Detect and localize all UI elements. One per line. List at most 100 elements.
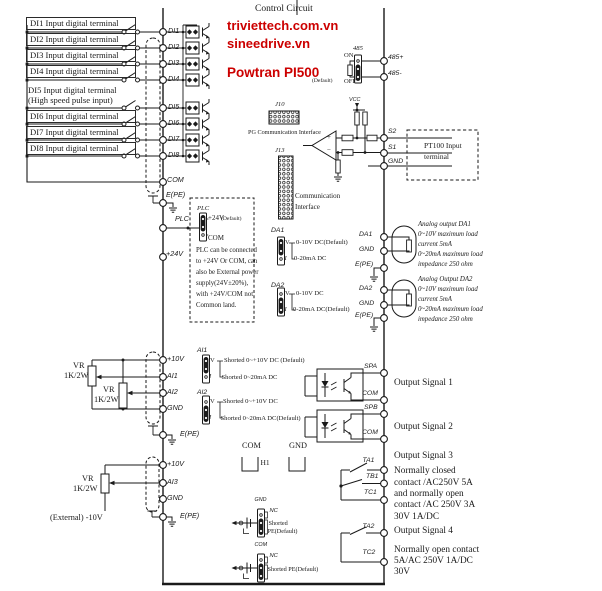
j10-label: J10 bbox=[275, 101, 285, 108]
pe-gnd-option-line1: Shorted bbox=[268, 519, 288, 527]
ai2-v-option: Shorted 0~+10V DC bbox=[223, 398, 278, 405]
da2-note-4: 0~20mA maximum load bbox=[418, 306, 483, 313]
output-signal-3-label: Output Signal 3 bbox=[394, 450, 453, 461]
vr3-label: VR bbox=[82, 474, 94, 483]
di5-label-line1: DI5 Input digital terminal bbox=[28, 85, 117, 95]
relay-contacts bbox=[339, 462, 381, 563]
pt100-circuit bbox=[303, 103, 479, 182]
rs485-default-label: (Default) bbox=[312, 77, 333, 84]
da1-note-4: 0~20mA maximum load bbox=[418, 251, 483, 258]
relay2-note-1: Normally open contact bbox=[394, 545, 480, 555]
ai2-v: V bbox=[210, 397, 215, 405]
s2-terminal-label: S2 bbox=[388, 128, 397, 135]
di1-terminal-label: DI1 bbox=[168, 26, 180, 35]
ai1-terminal-label: AI1 bbox=[167, 370, 178, 380]
relay1-note-3: and normally open bbox=[394, 489, 464, 499]
da2-i-option: 0-20mA DC(Default) bbox=[293, 305, 350, 313]
opamp-plus: + bbox=[327, 133, 331, 141]
da1-epe-label: E(PE) bbox=[355, 261, 374, 268]
di2-label-box: DI2 Input digital terminal bbox=[26, 33, 136, 46]
j10-connector bbox=[268, 110, 300, 125]
da-jumpers bbox=[277, 236, 295, 317]
da1-note-1: Analog output DA1 bbox=[418, 221, 471, 228]
da1-note-3: current 5mA bbox=[418, 241, 452, 248]
pe-com-option: Shorted PE(Default) bbox=[267, 565, 319, 573]
da2-note-2: 0~10V maximum load bbox=[418, 286, 478, 293]
ta1-terminal-label: TA1 bbox=[362, 457, 375, 464]
plc-note-4: supply(24V±20%), bbox=[196, 280, 249, 287]
output-optocouplers bbox=[304, 368, 381, 443]
di7-label-box: DI7 Input digital terminal bbox=[26, 126, 136, 139]
rs485-jumper bbox=[347, 54, 381, 84]
vr3-value: 1K/2W bbox=[73, 483, 98, 493]
j13-connector bbox=[278, 155, 294, 220]
da2-v-option: 0-10V DC bbox=[296, 289, 324, 297]
pt100-box-line2: terminal bbox=[424, 152, 449, 161]
terminals bbox=[159, 28, 388, 566]
vcc-label: VCC bbox=[349, 96, 361, 103]
spb-terminal-label: SPB bbox=[364, 403, 378, 411]
j13-label: J13 bbox=[275, 146, 285, 154]
output-signal-4-label: Output Signal 4 bbox=[394, 525, 453, 536]
ai1-i-option: Shorted 0~20mA DC bbox=[221, 373, 278, 381]
spa-terminal-label: SPA bbox=[364, 362, 378, 370]
ai2-i: I bbox=[209, 413, 212, 421]
da2-note-1: Analog Output DA2 bbox=[418, 276, 473, 283]
plc-opt-default: (Default) bbox=[221, 215, 242, 222]
rs485-jumper-label: 485 bbox=[353, 45, 363, 52]
ai1-v: V bbox=[210, 356, 215, 364]
opamp-minus: − bbox=[327, 146, 331, 154]
watermark-line1: triviettech.com.vn bbox=[227, 18, 339, 33]
di7-terminal-label: DI7 bbox=[168, 134, 180, 143]
epe-b-label: E(PE) bbox=[180, 510, 200, 520]
h1-name-label: H1 bbox=[260, 457, 270, 467]
spa-com-label: COM bbox=[362, 389, 378, 397]
vr2-label: VR bbox=[103, 385, 115, 394]
vr1-value: 1K/2W bbox=[64, 370, 89, 380]
watermark-line3: Powtran PI500 bbox=[227, 65, 320, 80]
da1-terminal-label: DA1 bbox=[359, 231, 373, 238]
plc-note-3: also be External power bbox=[196, 269, 259, 276]
gnd-a-label: GND bbox=[167, 402, 183, 412]
di1-label-box: DI1 Input digital terminal bbox=[26, 17, 136, 30]
di4-label-box: DI4 Input digital terminal bbox=[26, 65, 136, 78]
plc-terminal-label: PLC bbox=[175, 214, 189, 223]
pe-gnd-jumper-name: GND bbox=[254, 496, 267, 503]
relay1-note-4: contact /AC 250V 3A bbox=[394, 500, 476, 510]
output-signal-1-label: Output Signal 1 bbox=[394, 378, 453, 388]
plc-note-6: Common land. bbox=[196, 302, 237, 309]
da2-epe-label: E(PE) bbox=[355, 311, 374, 319]
p10v-b-label: +10V bbox=[167, 458, 184, 468]
output-signal-2-label: Output Signal 2 bbox=[394, 422, 453, 432]
j13-caption-line1: Communication bbox=[295, 192, 341, 200]
tb1-terminal-label: TB1 bbox=[366, 473, 379, 480]
analog-output-loads bbox=[369, 225, 417, 332]
da1-i-option: 0-20mA DC bbox=[294, 254, 327, 262]
ai2-i-option: Shorted 0~20mA DC(Default) bbox=[220, 414, 301, 422]
vr2-value: 1K/2W bbox=[94, 394, 119, 404]
p24v-terminal-label: +24V bbox=[166, 249, 183, 258]
relay1-note-1: Normally closed bbox=[394, 466, 456, 476]
plc-jumper-label: PLC bbox=[197, 205, 210, 212]
potentiometers bbox=[87, 358, 160, 511]
pe-gnd-nc-label: NC bbox=[269, 508, 278, 514]
plc-note-1: PLC can be connected bbox=[196, 247, 257, 254]
da2-i: I bbox=[284, 305, 287, 313]
relay1-note-2: contact /AC250V 5A bbox=[394, 478, 473, 488]
epe-a-label: E(PE) bbox=[180, 428, 200, 438]
pt100-box-line1: PT100 Input bbox=[424, 141, 462, 150]
di4-terminal-label: DI4 bbox=[168, 74, 180, 83]
da1-v-option: 0-10V DC(Default) bbox=[296, 238, 348, 246]
plc-opt-24v: +24V bbox=[208, 214, 225, 222]
ai-jumpers bbox=[202, 354, 223, 425]
plc-jumper bbox=[166, 197, 255, 323]
da1-v: V bbox=[285, 238, 290, 246]
page-title: Control Circuit bbox=[255, 4, 313, 14]
da2-gnd-label: GND bbox=[359, 299, 375, 307]
ai1-v-option: Shorted 0~+10V DC (Default) bbox=[224, 357, 305, 364]
da2-terminal-label: DA2 bbox=[359, 284, 373, 292]
di3-terminal-label: DI3 bbox=[168, 58, 180, 67]
rs485-on-label: ON bbox=[344, 52, 354, 59]
da2-v: V bbox=[285, 289, 290, 297]
